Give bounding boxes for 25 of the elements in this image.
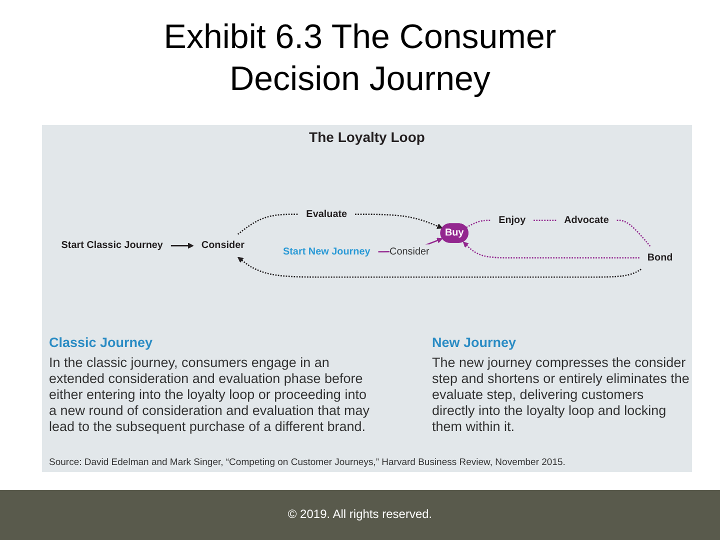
node-text: Bond [647,252,673,263]
arrow [462,242,640,258]
connector [466,220,491,228]
connector [237,214,298,235]
diagram-title: Exhibit 6.3 The Consumer Decision Journey [162,17,558,100]
node-text: Evaluate [306,208,348,220]
node-text: Consider [201,240,245,251]
column-heading: New Journey [432,335,518,350]
body-text: In the classic journey, consumers engage in an extended consideration and evaluation phase before either entering into the loyalty loop or proceeding into a new round of consideration and evaluation that may lead to the subsequent purchase of a different brand. [49,355,370,435]
node-text: Enjoy [498,214,526,226]
copyright-text: © 2019. All rights reserved. [288,507,432,521]
node-text: Advocate [564,214,609,226]
arrow [355,214,443,229]
arrow [238,256,642,278]
node-text: Start New Journey [282,246,370,257]
loop-label: The Loyalty Loop [309,129,425,145]
body-text: The new journey compresses the consider step and shortens or entirely eliminates the evaluate step, delivering customers directly into the loyalty loop and locking them within it. [432,355,690,435]
connector [534,220,556,222]
edge-label: Consider [390,246,430,257]
diagram-panel: The Loyalty Loop Consider Start Classic Journey Consider Evaluate Start New Journey Buy Enjoy Advocate Bond Classic Journey In the classic journey, consumers engage in an extended consideration and evaluation phase before either entering into the loyalty loop or proceeding into a new round of consideration and evaluation that may lead to the subsequent purchase of a different brand. New Journey The new journey compresses the consider step and shortens or entirely eliminates the evaluate step, delivering customers directly into the loyalty loop and locking them within it. Source: David Edelman and Mark Singer, “Competing on Customer Journeys,” Harvard Business Review, November 2015. [42,125,692,472]
node-text: Start Classic Journey [61,240,163,251]
arrow [170,242,194,249]
connector [616,220,651,247]
column-heading: Classic Journey [49,335,154,350]
source-note: Source: David Edelman and Mark Singer, “Competing on Customer Journeys,” Harvard Business Review, November 2015. [49,457,566,468]
